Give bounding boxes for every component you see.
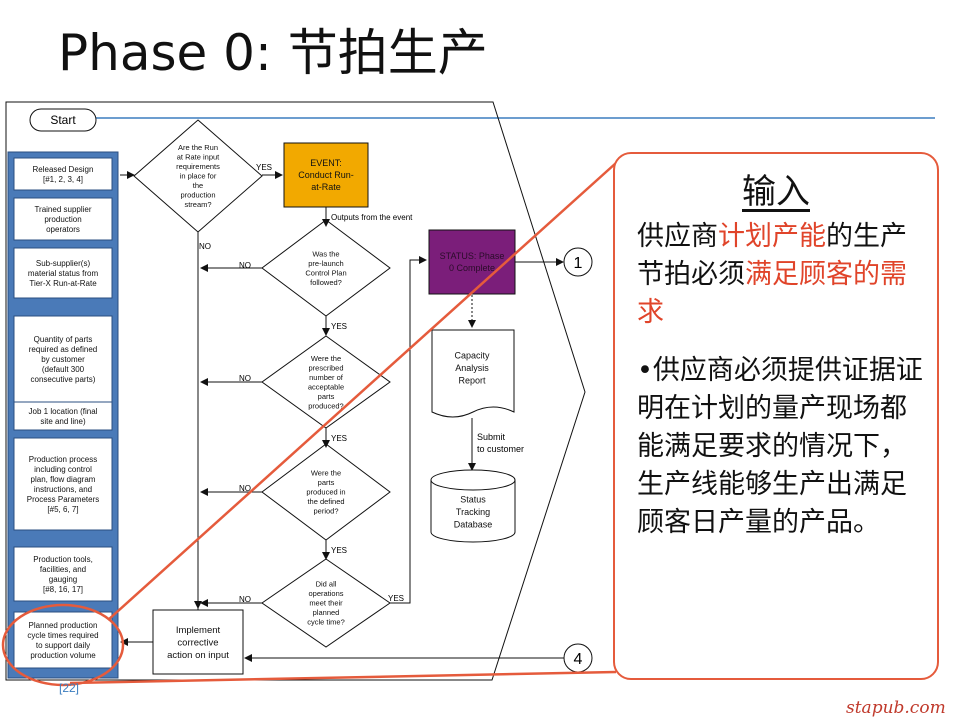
page-title: Phase 0: 节拍生产 bbox=[58, 24, 488, 82]
status-database bbox=[430, 480, 516, 543]
no-label: NO bbox=[199, 242, 211, 251]
callout-line-2 bbox=[69, 670, 617, 685]
flowchart-frame bbox=[5, 101, 586, 681]
yes-label: YES bbox=[388, 594, 404, 603]
callout-line-1 bbox=[107, 162, 617, 621]
capacity-report bbox=[431, 329, 515, 418]
no-label: NO bbox=[239, 595, 251, 604]
event-label: EVENT:Conduct Run-at-Rate bbox=[298, 158, 354, 192]
input-box bbox=[13, 157, 113, 191]
highlight-oval bbox=[1, 603, 125, 687]
panel-paragraph-2: •供应商必须提供证据证明在计划的量产现场都能满足要求的情况下，生产线能够生产出满… bbox=[637, 355, 923, 538]
yes-label: YES bbox=[331, 546, 347, 555]
input-panel: 输入 供应商计划产能的生产节拍必须满足顾客的需求 •供应商必须提供证据证明在计划… bbox=[613, 152, 939, 680]
connector-4-label: 4 bbox=[574, 651, 583, 668]
p1-highlight-capacity: 计划产能 bbox=[718, 221, 826, 252]
input-box bbox=[13, 401, 113, 431]
p1-text-a: 供应商 bbox=[637, 221, 718, 252]
no-label: NO bbox=[239, 484, 251, 493]
p1-highlight-demand: 满足顾客的需求 bbox=[637, 259, 907, 328]
event-box bbox=[283, 142, 369, 208]
yes-label: YES bbox=[331, 322, 347, 331]
input-box bbox=[13, 197, 113, 241]
reference-label: [22] bbox=[59, 681, 80, 695]
connector-1 bbox=[563, 247, 593, 277]
input-box bbox=[13, 315, 113, 403]
yes-label: YES bbox=[256, 163, 272, 172]
yes-label: YES bbox=[331, 434, 347, 443]
start-label: Start bbox=[50, 113, 76, 127]
watermark: stapub.com bbox=[846, 698, 946, 718]
input-box bbox=[13, 247, 113, 299]
panel-paragraph-1: 供应商计划产能的生产节拍必须满足顾客的需求 bbox=[637, 218, 929, 332]
status-box bbox=[428, 229, 516, 295]
input-box-label: Released Design[#1, 2, 3, 4] bbox=[33, 165, 94, 184]
panel-body: 供应商计划产能的生产节拍必须满足顾客的需求 •供应商必须提供证据证明在计划的量产… bbox=[637, 218, 929, 542]
input-box bbox=[13, 546, 113, 602]
no-label: NO bbox=[239, 261, 251, 270]
input-box bbox=[13, 611, 113, 669]
no-label: NO bbox=[239, 374, 251, 383]
panel-heading: 输入 bbox=[742, 172, 810, 212]
decision-diamond bbox=[261, 558, 391, 648]
outputs-label: Outputs from the event bbox=[331, 213, 413, 222]
decision-diamond bbox=[133, 119, 263, 233]
start-terminator bbox=[29, 108, 97, 132]
input-box bbox=[13, 437, 113, 531]
p1-text-c: 的生产节拍必须 bbox=[637, 221, 907, 290]
connector-1-label: 1 bbox=[574, 255, 583, 272]
